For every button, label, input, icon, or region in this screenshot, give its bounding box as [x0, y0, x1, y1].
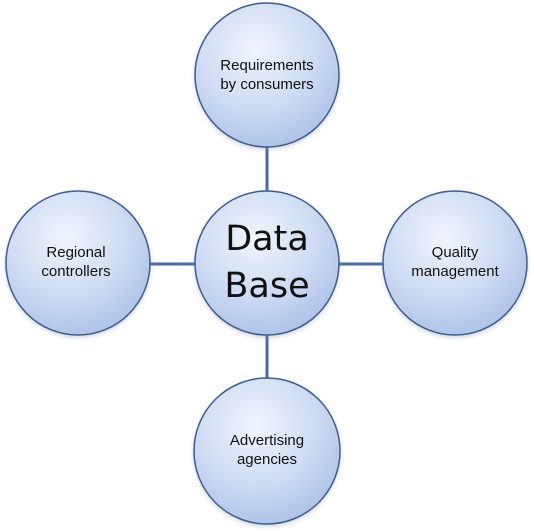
- node-right: [382, 190, 528, 336]
- node-center: [194, 190, 340, 336]
- node-top: [194, 2, 340, 148]
- node-bottom: [193, 377, 341, 525]
- node-left: [5, 190, 151, 336]
